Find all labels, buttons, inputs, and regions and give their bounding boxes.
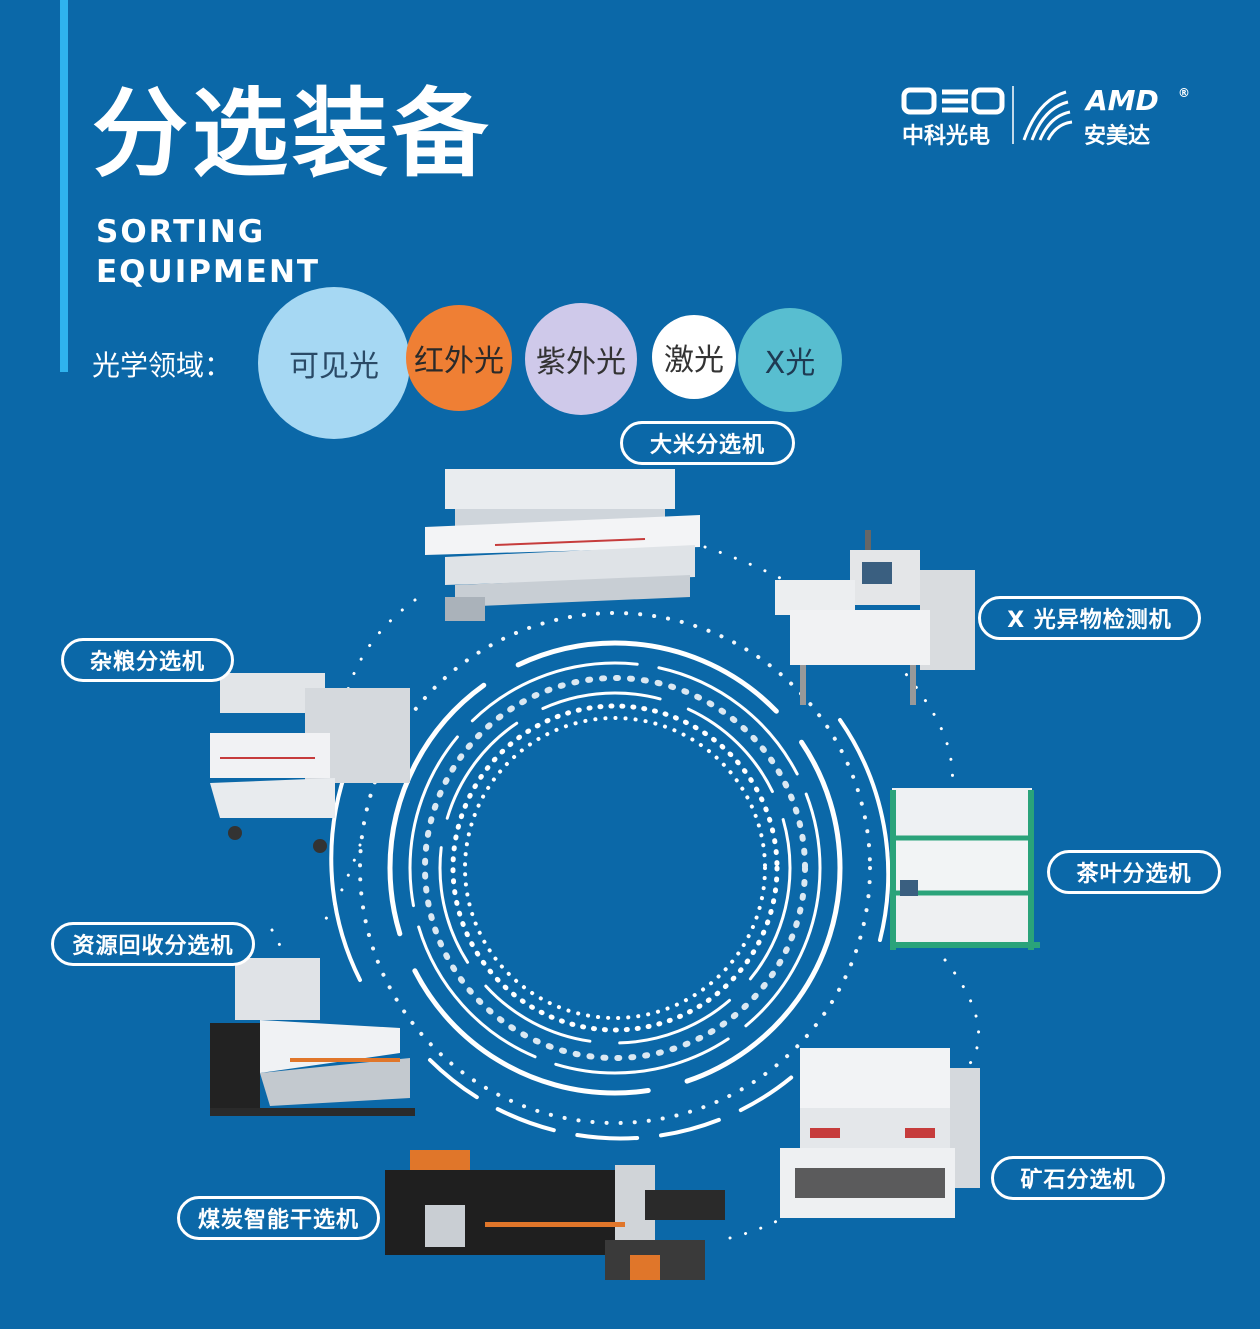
optic-xray: X光: [738, 308, 842, 412]
recycling-sorter-image: [210, 958, 415, 1116]
amd-name: 安美达: [1084, 124, 1151, 149]
brand-logos: 中科光电 AMD ® 安美达: [898, 82, 1198, 149]
label-xray-machine: X 光异物检测机: [978, 596, 1201, 640]
rice-sorter-image: [425, 469, 700, 621]
label-tea-sorter: 茶叶分选机: [1047, 850, 1221, 894]
label-ore-sorter: 矿石分选机: [991, 1156, 1165, 1200]
accent-bar: [60, 0, 68, 372]
optic-infrared: 红外光: [406, 305, 512, 411]
optic-ultraviolet: 紫外光: [525, 303, 637, 415]
grains-sorter-image: [210, 673, 410, 853]
optics-label: 光学领域：: [92, 349, 233, 382]
page-subtitle: SORTING EQUIPMENT: [96, 212, 320, 292]
subtitle-line-2: EQUIPMENT: [96, 254, 321, 290]
brand-logo-graphic: [901, 86, 1073, 144]
ore-sorter-image: [780, 1048, 980, 1218]
label-recycling-sorter: 资源回收分选机: [51, 922, 255, 966]
label-rice-sorter: 大米分选机: [620, 421, 795, 465]
tea-sorter-image: [890, 788, 1040, 950]
optic-laser: 激光: [652, 315, 736, 399]
xray-machine-image: [775, 530, 975, 705]
subtitle-line-1: SORTING: [96, 214, 266, 250]
label-coal-separator: 煤炭智能干选机: [177, 1196, 380, 1240]
coal-separator-image: [385, 1150, 725, 1280]
registered-mark: ®: [1178, 86, 1190, 100]
label-grains-sorter: 杂粮分选机: [61, 638, 234, 682]
page-title: 分选装备: [92, 78, 492, 190]
amd-mark: AMD: [1086, 84, 1159, 117]
optic-visible: 可见光: [258, 287, 410, 439]
csd-name: 中科光电: [902, 124, 991, 149]
